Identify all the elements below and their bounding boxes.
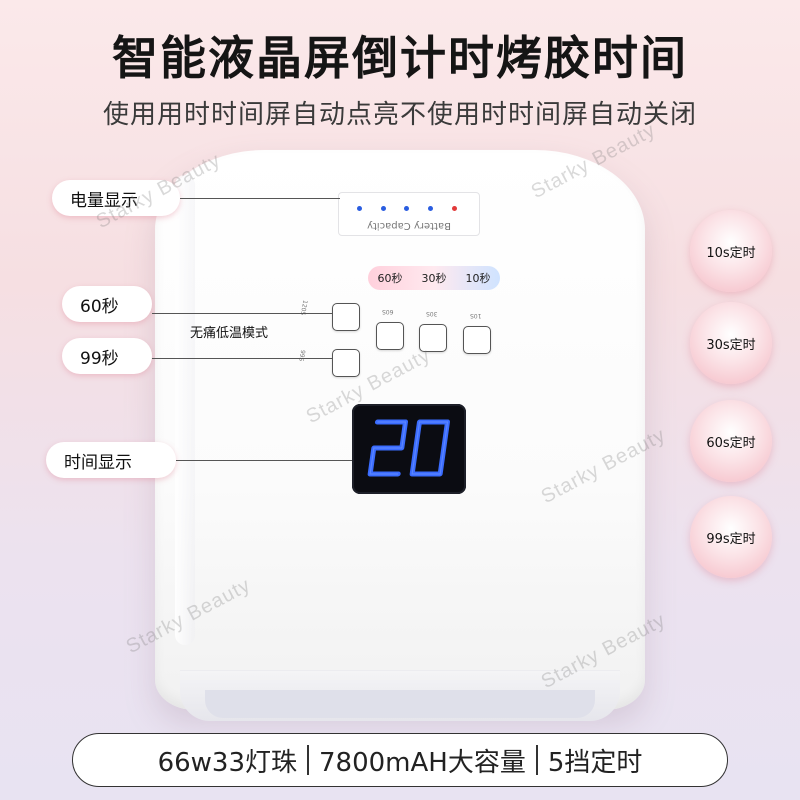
- callout-99s: 99秒: [62, 338, 152, 374]
- spec-bar: 66w33灯珠 7800mAH大容量 5挡定时: [72, 733, 728, 787]
- timer-badge-label: 10s定时: [706, 245, 756, 261]
- battery-dot: [428, 206, 434, 211]
- leader-line: [176, 460, 352, 461]
- painless-mode-label: 无痛低温模式: [190, 326, 269, 341]
- timer-badge-label: 60s定时: [706, 435, 756, 451]
- timer-10s-button[interactable]: [463, 326, 491, 354]
- timer-99s-button[interactable]: [332, 349, 360, 377]
- spec-timer-modes: 5挡定时: [547, 747, 643, 778]
- timer-120s-button[interactable]: [332, 303, 360, 331]
- timer-label-10: 10秒: [465, 272, 491, 285]
- timer-label-30: 30秒: [421, 272, 447, 285]
- battery-indicator: Battery Capacity: [338, 192, 480, 236]
- button-label-30s: 30S: [426, 310, 438, 317]
- timer-badge-60s: 60s定时: [690, 400, 772, 482]
- timer-label-60: 60秒: [377, 272, 403, 285]
- button-label-60s: 60S: [382, 308, 394, 315]
- timer-badge-label: 30s定时: [706, 337, 756, 353]
- battery-dot: [404, 206, 410, 211]
- button-label-10s: 10S: [470, 312, 482, 319]
- leader-line: [180, 198, 340, 199]
- timer-badge-10s: 10s定时: [690, 210, 772, 292]
- callout-battery: 电量显示: [52, 180, 180, 216]
- callout-time-display: 时间显示: [46, 442, 176, 478]
- callout-60s: 60秒: [62, 286, 152, 322]
- callout-60s-label: 60秒: [80, 296, 119, 317]
- seven-segment-digits: [367, 419, 450, 477]
- page-title: 智能液晶屏倒计时烤胶时间: [112, 31, 688, 85]
- callout-battery-label: 电量显示: [70, 190, 138, 211]
- timer-badge-label: 99s定时: [706, 531, 756, 547]
- timer-30s-button[interactable]: [419, 324, 447, 352]
- timer-badge-30s: 30s定时: [690, 302, 772, 384]
- lamp-base-opening: [205, 690, 595, 718]
- timer-badge-99s: 99s定时: [690, 496, 772, 578]
- battery-dot: [452, 206, 457, 211]
- timer-60s-button[interactable]: [376, 322, 404, 350]
- spec-divider: [535, 745, 538, 775]
- page-subtitle: 使用用时时间屏自动点亮不使用时时间屏自动关闭: [102, 100, 697, 130]
- battery-dot: [380, 206, 386, 211]
- leader-line: [152, 358, 332, 359]
- digit-zero: [409, 419, 450, 477]
- battery-dot: [357, 206, 362, 211]
- spec-divider: [307, 745, 310, 775]
- callout-99s-label: 99秒: [80, 348, 119, 369]
- spec-battery: 7800mAH大容量: [319, 747, 526, 778]
- battery-label: Battery Capacity: [367, 220, 451, 231]
- battery-dots: [357, 201, 457, 211]
- timer-label-strip: 60秒 30秒 10秒: [368, 266, 500, 290]
- countdown-display: 20: [352, 404, 466, 494]
- leader-line: [152, 313, 332, 314]
- lamp-highlight: [175, 175, 195, 645]
- spec-leds: 66w33灯珠: [157, 747, 298, 778]
- callout-time-display-label: 时间显示: [64, 452, 132, 473]
